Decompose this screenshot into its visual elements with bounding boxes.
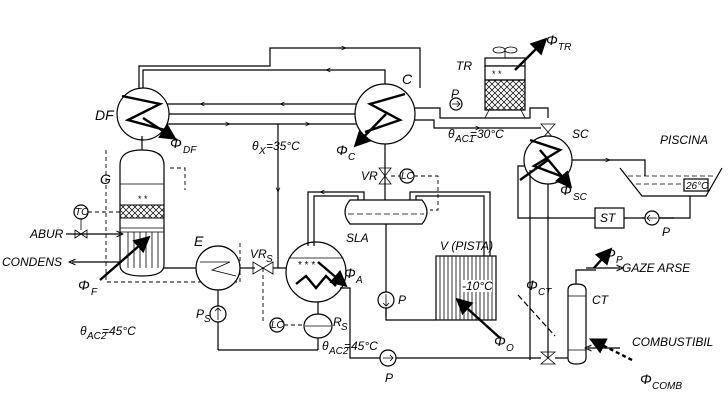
phi-sc-sub: SC bbox=[573, 192, 588, 203]
c-label: C bbox=[402, 71, 413, 87]
phi-ct-label: Φ bbox=[526, 277, 538, 293]
tr-label: TR bbox=[456, 59, 472, 73]
abur-label: ABUR bbox=[29, 227, 64, 241]
phi-a-label: Φ bbox=[344, 265, 356, 281]
theta-ac2-right-value: =45°C bbox=[344, 339, 378, 353]
ps-label: P bbox=[196, 307, 204, 321]
p-top-label: P bbox=[451, 87, 459, 101]
svg-text:* * *: * * * bbox=[298, 260, 315, 271]
condens-label: CONDENS bbox=[2, 255, 62, 269]
g-label: G bbox=[100, 171, 111, 187]
phi-p-sub: P bbox=[616, 255, 623, 266]
theta-x-label: θ bbox=[252, 139, 259, 153]
df-label: DF bbox=[95, 107, 115, 123]
theta-ac2-left-sub: AC2 bbox=[86, 331, 107, 342]
vr-label: VR bbox=[361, 169, 378, 183]
e-heat-exchanger bbox=[164, 245, 255, 350]
sla-label: SLA bbox=[346, 231, 369, 245]
st-label: ST bbox=[600, 211, 617, 225]
lc1-label: LC bbox=[271, 320, 285, 331]
pump-mid bbox=[377, 291, 436, 321]
phi-f-label: Φ bbox=[78, 277, 90, 293]
pump-pool bbox=[644, 210, 660, 226]
phi-tr-label: Φ bbox=[546, 32, 558, 48]
a-absorber: * * * bbox=[273, 241, 348, 303]
bottom-return-line bbox=[340, 287, 568, 367]
g-generator: * * bbox=[99, 136, 165, 281]
tr-cooling-tower: * * bbox=[484, 37, 548, 119]
vrs-label: VR bbox=[250, 247, 267, 261]
phi-df-sub: DF bbox=[183, 145, 197, 156]
ps-sub: S bbox=[204, 314, 211, 325]
phi-tr-sub: TR bbox=[558, 42, 571, 53]
ct-label: CT bbox=[592, 293, 610, 307]
p-pool-label: P bbox=[662, 225, 670, 239]
rs-receiver bbox=[218, 290, 333, 351]
svg-text:* *: * * bbox=[492, 69, 502, 79]
rink-temp-label: -10°C bbox=[462, 279, 493, 293]
phi-sc-label: Φ bbox=[560, 182, 572, 198]
p-mid-label: P bbox=[398, 293, 406, 307]
vrs-sub: S bbox=[266, 254, 273, 265]
phi-p-label: Φ bbox=[604, 245, 616, 261]
sc-heat-exchanger bbox=[519, 123, 573, 189]
theta-x-sub: X bbox=[258, 146, 266, 157]
ct-boiler bbox=[517, 247, 633, 365]
phi-c-label: Φ bbox=[336, 142, 348, 158]
phi-comb-label: Φ bbox=[640, 371, 652, 387]
sc-label: SC bbox=[572, 127, 589, 141]
theta-ac1-value: =30°C bbox=[470, 127, 504, 141]
pump-tr bbox=[449, 97, 463, 111]
svg-text:* *: * * bbox=[138, 194, 148, 204]
phi-df-label: Φ bbox=[170, 135, 182, 151]
phi-f-sub: F bbox=[91, 287, 98, 298]
piscina-pool bbox=[619, 167, 723, 197]
rs-sub: S bbox=[341, 322, 348, 333]
piscina-label: PISCINA bbox=[660, 133, 708, 147]
combustibil-label: COMBUSTIBIL bbox=[632, 335, 713, 349]
ps-pump bbox=[209, 305, 227, 323]
theta-ac2-left-label: θ bbox=[80, 324, 87, 338]
phi-c-sub: C bbox=[348, 152, 356, 163]
theta-ac1-label: θ bbox=[448, 127, 455, 141]
c-to-sc-pipes bbox=[415, 107, 549, 128]
v-pista-label: V (PISTA) bbox=[440, 239, 493, 253]
tc-label: TC bbox=[75, 207, 89, 218]
theta-ac2-left-value: =45°C bbox=[102, 324, 136, 338]
vr-valve bbox=[378, 144, 400, 200]
phi-o-sub: O bbox=[506, 343, 514, 354]
e-label: E bbox=[194, 233, 204, 249]
top-pipes bbox=[138, 48, 421, 124]
df-heat-exchanger bbox=[116, 87, 177, 141]
theta-ac1-sub: AC1 bbox=[454, 134, 474, 145]
gaze-arse-label: GAZE ARSE bbox=[622, 261, 691, 275]
phi-comb-sub: COMB bbox=[652, 381, 682, 392]
rs-label: R bbox=[333, 315, 342, 329]
c-condenser bbox=[353, 83, 416, 148]
p-bottom-label: P bbox=[385, 371, 393, 385]
theta-ac2-right-label: θ bbox=[322, 339, 329, 353]
phi-ct-sub: CT bbox=[538, 287, 552, 298]
phi-o-label: Φ bbox=[494, 333, 506, 349]
vrs-valve bbox=[252, 261, 274, 324]
sc-ct-pipes bbox=[529, 170, 549, 360]
lc2-label: LC bbox=[401, 171, 415, 182]
theta-x-value: =35°C bbox=[266, 139, 300, 153]
theta-ac2-right-sub: AC2 bbox=[328, 346, 349, 357]
st-unit bbox=[594, 207, 625, 229]
phi-a-sub: A bbox=[355, 275, 363, 286]
v-pista-rink bbox=[435, 255, 501, 339]
lc-controller-bottom bbox=[269, 317, 305, 333]
lc-controller-top bbox=[399, 168, 439, 211]
pool-temp-label: 26°C bbox=[685, 181, 709, 192]
tc-controller bbox=[73, 204, 120, 239]
